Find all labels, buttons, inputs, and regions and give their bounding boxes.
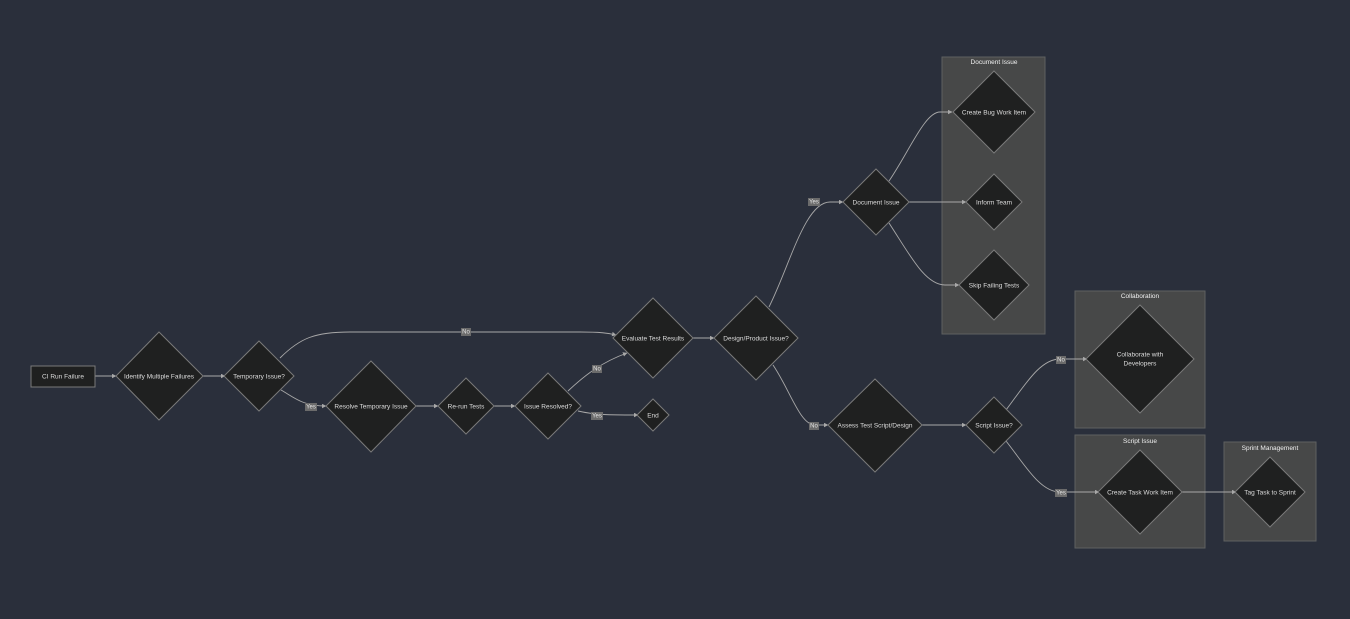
node-tag-task-to-sprint[interactable]: Tag Task to Sprint [1234,456,1306,528]
edge-label-design-no: No [809,422,819,430]
node-label: Skip Failing Tests [969,283,1020,290]
cluster-title: Document Issue [971,59,1018,66]
edge-resolved-yes [577,410,639,418]
node-create-bug-work-item[interactable]: Create Bug Work Item [952,70,1036,154]
node-label: Identify Multiple Failures [124,374,195,381]
node-design-product-issue[interactable]: Design/Product Issue? [713,295,799,381]
node-assess-test-script-design[interactable]: Assess Test Script/Design [827,378,923,473]
cluster-title: Collaboration [1121,293,1160,300]
edge-temporary-yes [280,389,327,409]
node-document-issue[interactable]: Document Issue [842,168,910,236]
svg-text:Yes: Yes [306,405,316,411]
edge-labels: No Yes No Yes Yes No No Yes [305,198,1067,497]
node-identify-multiple-failures[interactable]: Identify Multiple Failures [115,331,204,421]
edges [95,109,1237,495]
node-label: Developers [1124,361,1158,368]
node-end[interactable]: End [636,398,670,432]
node-evaluate-test-results[interactable]: Evaluate Test Results [612,297,694,379]
svg-text:No: No [593,367,601,373]
node-label: Script Issue? [975,423,1013,430]
edge-label-temporary-yes: Yes [305,403,317,411]
node-resolve-temporary-issue[interactable]: Resolve Temporary Issue [325,360,417,453]
edge-label-resolved-no: No [592,365,602,373]
svg-text:Yes: Yes [592,414,602,420]
node-label: CI Run Failure [42,374,84,381]
node-label: Resolve Temporary Issue [334,404,408,411]
node-label: Collaborate with [1117,352,1164,359]
edge-label-script-no: No [1056,356,1066,364]
node-rerun-tests[interactable]: Re-run Tests [437,377,495,435]
node-label: Inform Team [976,200,1012,207]
node-skip-failing-tests[interactable]: Skip Failing Tests [958,249,1030,321]
edge-label-design-yes: Yes [808,198,820,206]
node-label: Design/Product Issue? [723,336,789,343]
node-script-issue[interactable]: Script Issue? [965,396,1023,454]
node-ci-run-failure[interactable]: CI Run Failure [30,365,96,388]
node-create-task-work-item[interactable]: Create Task Work Item [1097,449,1183,535]
edge-temporary-no [279,331,617,359]
node-label: Temporary Issue? [233,374,285,381]
node-label: Tag Task to Sprint [1244,490,1296,497]
svg-text:No: No [810,424,818,430]
edge-design-no [772,364,829,428]
node-label: Document Issue [853,200,900,207]
node-inform-team[interactable]: Inform Team [965,173,1023,231]
node-temporary-issue[interactable]: Temporary Issue? [223,340,295,412]
edge-label-resolved-yes: Yes [591,412,603,420]
edge-document-to-skip [888,222,960,288]
edge-document-to-bug [888,109,953,182]
svg-text:Yes: Yes [1056,491,1066,497]
node-label: Evaluate Test Results [622,336,685,343]
svg-text:Yes: Yes [809,200,819,206]
node-collaborate-with-developers[interactable]: Collaborate with Developers [1085,304,1195,414]
node-label: Re-run Tests [448,404,485,411]
svg-text:No: No [462,330,470,336]
node-label: Create Task Work Item [1107,490,1173,497]
edge-label-temporary-no: No [461,328,471,336]
node-label: Issue Resolved? [524,404,572,411]
node-label: Create Bug Work Item [962,110,1026,117]
edge-design-yes [768,199,844,308]
node-label: End [647,413,659,420]
edge-label-script-yes: Yes [1055,489,1067,497]
cluster-title: Script Issue [1123,438,1157,445]
node-label: Assess Test Script/Design [837,423,912,430]
svg-text:No: No [1057,358,1065,364]
node-issue-resolved[interactable]: Issue Resolved? [514,372,582,440]
cluster-title: Sprint Management [1242,445,1299,452]
